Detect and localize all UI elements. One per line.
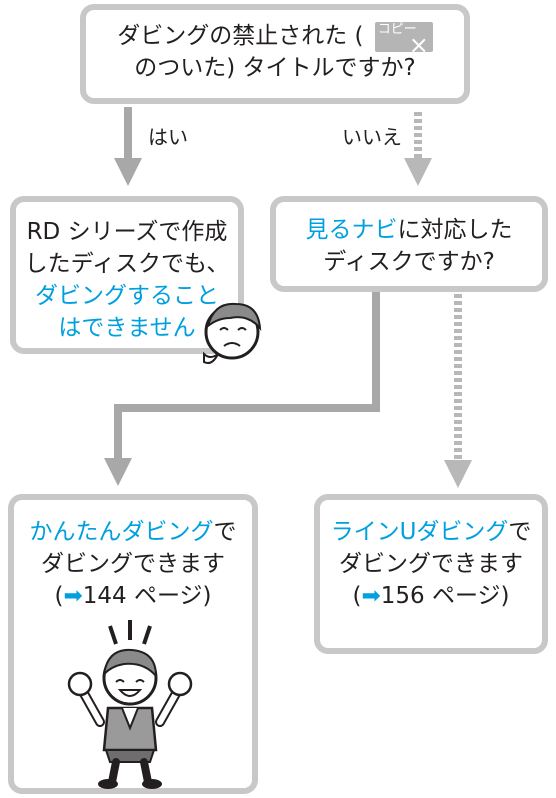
yes-arrow (114, 107, 142, 186)
navi-to-lineu-arrow (444, 294, 472, 488)
lineu-line3: (➡156 ページ) (352, 583, 510, 609)
start-line2: のついた) タイトルですか? (134, 55, 416, 81)
rd-line1: RD シリーズで作成 (26, 219, 228, 245)
arrow-right-icon: ➡ (63, 583, 83, 609)
sad-face-icon (203, 302, 262, 364)
kantan-line2: ダビングできます (41, 551, 225, 577)
navi-to-kantan-arrow (104, 290, 380, 486)
no-label: いいえ (342, 125, 402, 149)
copy-prohibited-badge-icon: コピー × (374, 21, 433, 59)
lineu-line2: ダビングできます (339, 551, 523, 577)
start-question-box: ダビングの禁止された ( コピー × のついた) タイトルですか? (80, 4, 470, 104)
yes-label: はい (148, 125, 188, 149)
rd-line4: はできません (58, 315, 196, 341)
navi-line1: 見るナビに対応した (305, 217, 513, 243)
kantan-line3: (➡144 ページ) (54, 583, 212, 609)
navi-question-box: 見るナビに対応した ディスクですか? (270, 196, 548, 292)
no-arrow (404, 112, 432, 186)
kantan-dubbing-box: かんたんダビングで ダビングできます (➡144 ページ) (8, 494, 258, 794)
navi-line2: ディスクですか? (323, 249, 495, 275)
rd-line3: ダビングすること (35, 283, 219, 309)
lineu-line1: ラインUダビングで (330, 519, 532, 545)
happy-cheering-person-icon (67, 620, 193, 789)
kantan-line1: かんたんダビングで (29, 519, 237, 545)
start-line1: ダビングの禁止された ( コピー × (86, 20, 464, 59)
rd-line2: したディスクでも、 (24, 251, 230, 277)
arrow-right-icon: ➡ (361, 583, 381, 609)
line-u-dubbing-box: ラインUダビングで ダビングできます (➡156 ページ) (314, 494, 548, 654)
